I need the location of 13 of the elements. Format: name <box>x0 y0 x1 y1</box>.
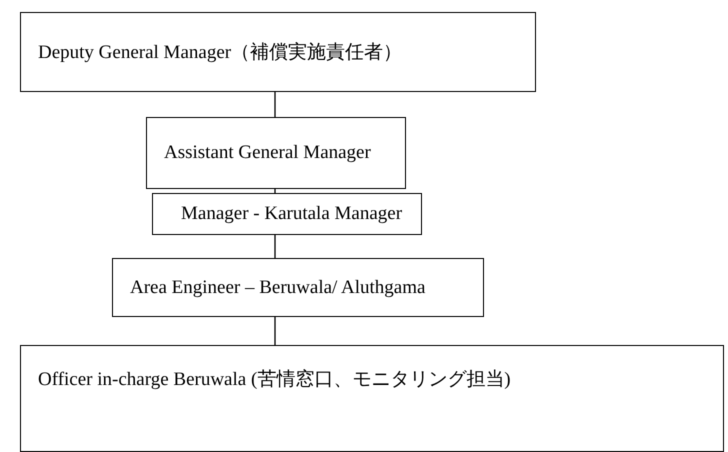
role-title: Deputy General Manager（補償実施責任者） <box>38 41 402 65</box>
role-title: Assistant General Manager <box>164 142 371 164</box>
role-title: Officer in-charge Beruwala (苦情窓口、モニタリング担当) <box>38 368 511 392</box>
connector-line <box>274 317 276 345</box>
role-title: Area Engineer – Beruwala/ Aluthgama <box>130 276 426 298</box>
role-box <box>20 345 724 452</box>
connector-line <box>274 92 276 117</box>
role-title: Manager - Karutala Manager <box>181 203 402 225</box>
role-box <box>146 117 406 189</box>
role-box <box>152 193 422 235</box>
role-box <box>20 12 536 92</box>
connector-line <box>274 235 276 258</box>
role-box <box>112 258 484 317</box>
